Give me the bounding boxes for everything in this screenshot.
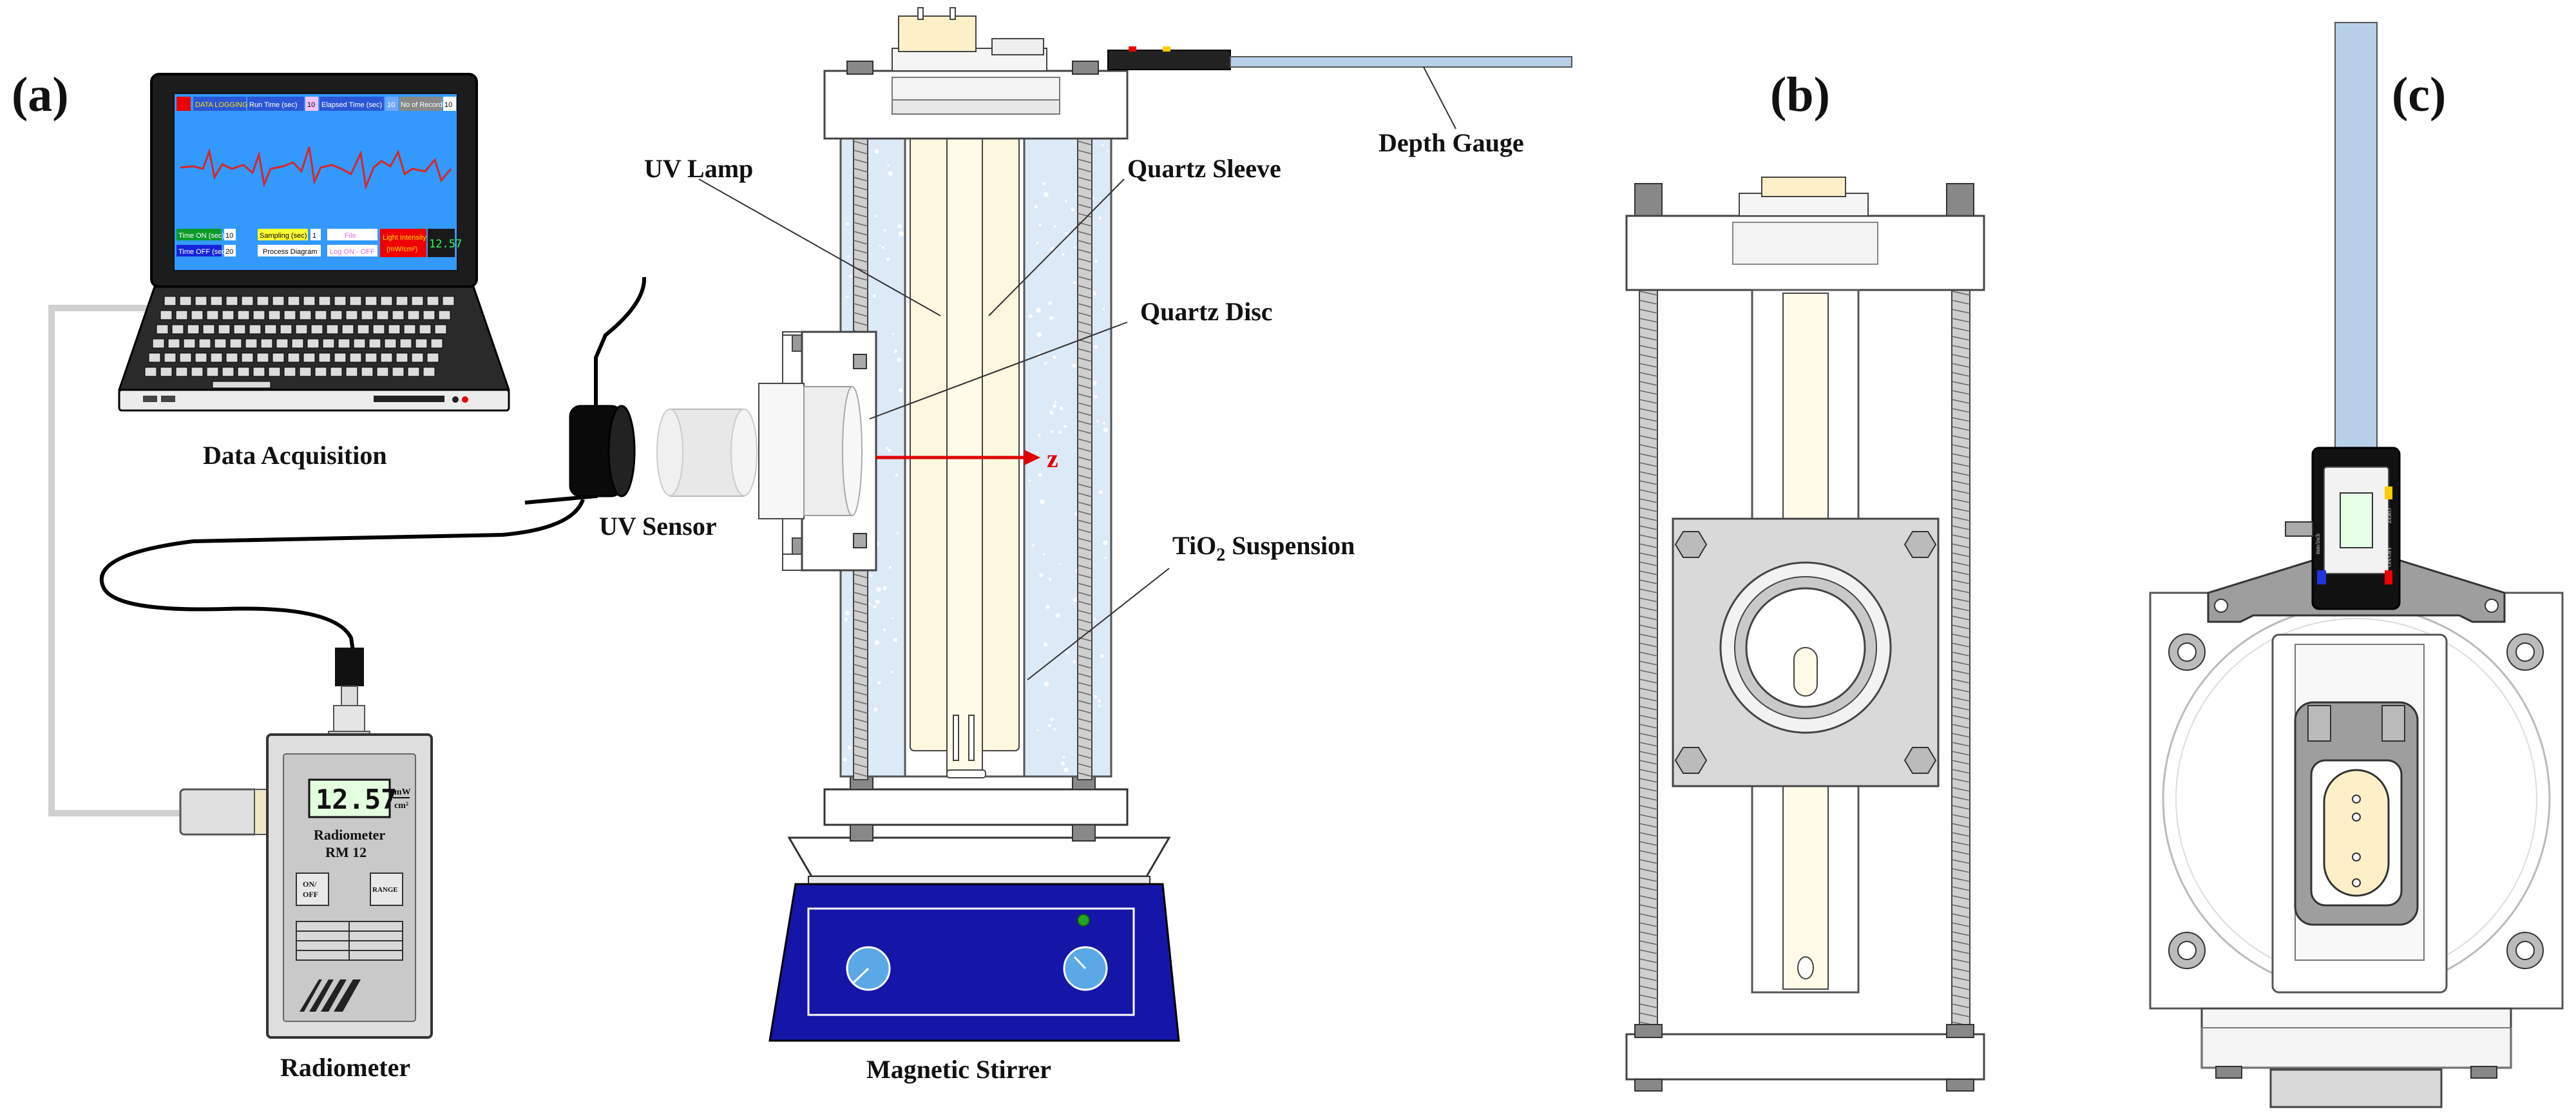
- label-uv-lamp: UV Lamp: [644, 154, 753, 183]
- reactor: z: [758, 7, 1572, 1042]
- radiometer-power-button: [296, 872, 329, 906]
- panel-label-c: (c): [2392, 68, 2446, 122]
- header-run-time-val: 10: [307, 101, 315, 109]
- laptop-front-edge: [118, 389, 510, 412]
- caliper-mode-button: [2317, 570, 2326, 584]
- radiometer-name: Radiometer: [314, 827, 385, 843]
- ctrl-log: Log ON - OFF: [330, 248, 375, 256]
- reactor-front-view: [1625, 177, 1985, 1092]
- header-elapsed: Elapsed Time (sec): [321, 101, 382, 109]
- ctrl-light-value: 12.57: [429, 238, 462, 251]
- label-quartz-sleeve: Quartz Sleeve: [1127, 154, 1281, 183]
- caliper-onoff-button: [2385, 570, 2392, 584]
- radiometer-reading: 12.57: [316, 784, 397, 815]
- leader-tio2: [1027, 568, 1170, 680]
- stirrer-body: [768, 883, 1180, 1042]
- radiometer-range-button: [370, 872, 403, 906]
- label-radiometer: Radiometer: [280, 1053, 410, 1082]
- radiometer-keypad-grid: [296, 921, 403, 961]
- leader-quartz-disc: [869, 322, 1128, 419]
- signal-trace: [180, 146, 452, 191]
- ctrl-light-unit: (mW/cm²): [386, 246, 417, 253]
- ctrl-file: File: [345, 232, 356, 240]
- flange-bolt-icons: [2168, 633, 2544, 969]
- ctrl-time-off: Time OFF (sec): [178, 248, 228, 256]
- depth-gauge-rod: [1230, 56, 1572, 68]
- top-view-with-caliper: mm/inch ZERO ON/OFF: [2149, 22, 2564, 1108]
- front-rod-right: [1951, 212, 1970, 1051]
- ctrl-time-on-val: 10: [225, 232, 233, 240]
- label-depth-gauge: Depth Gauge: [1379, 128, 1524, 157]
- panel-label-a: (a): [12, 68, 69, 122]
- ctrl-process-diagram: Process Diagram: [263, 248, 317, 256]
- header-run-time: Run Time (sec): [249, 101, 298, 109]
- caliper-zero-label: ZERO: [2386, 508, 2392, 523]
- record-indicator: [177, 97, 191, 111]
- laptop: DATA LOGGING Run Time (sec) 10 Elapsed T…: [117, 73, 511, 412]
- radiometer-unit-bottom: cm²: [394, 801, 408, 811]
- radiometer-device: 12.57 mW cm² Radiometer RM 12 ON/ OFF RA…: [179, 648, 433, 1039]
- ctrl-time-off-val: 20: [225, 248, 233, 256]
- sensor-cable: [99, 498, 585, 651]
- header-records: No of Records: [401, 101, 446, 109]
- caliper-onoff-label: ON/OFF: [2386, 546, 2392, 567]
- reactor-base-plate: [823, 788, 1129, 826]
- label-uv-sensor: UV Sensor: [599, 512, 717, 541]
- label-magnetic-stirrer: Magnetic Stirrer: [866, 1055, 1051, 1084]
- uv-sensor: [524, 276, 758, 505]
- front-rod-left: [1639, 212, 1658, 1051]
- ctrl-time-on: Time ON (sec): [178, 232, 224, 240]
- radiometer-unit-top: mW: [394, 787, 411, 797]
- radiometer-power-label-2: OFF: [303, 890, 318, 899]
- radiometer-display: [308, 778, 391, 818]
- leader-quartz-sleeve: [988, 178, 1125, 316]
- stirrer-top-plate: [787, 836, 1171, 878]
- screen-header: DATA LOGGING Run Time (sec) 10 Elapsed T…: [177, 97, 456, 111]
- radiometer-model: RM 12: [325, 844, 367, 860]
- power-led-icon: [1077, 914, 1090, 927]
- depth-gauge-body: [1107, 50, 1231, 70]
- header-data-logging: DATA LOGGING: [195, 101, 248, 109]
- radiometer-range-label: RANGE: [372, 886, 398, 894]
- uv-lamp-tube: [946, 131, 983, 777]
- z-axis-label: z: [1047, 444, 1058, 473]
- keyboard-keys: [144, 296, 455, 389]
- ctrl-sampling-val: 1: [312, 232, 316, 240]
- top-view-base: [2200, 1007, 2512, 1069]
- panel-label-b: (b): [1770, 68, 1830, 122]
- caliper-zero-button: [2385, 487, 2392, 499]
- caliper-lock-screw: [2285, 521, 2313, 537]
- radiometer-power-label-1: ON/: [303, 880, 317, 889]
- caliper-mode-label: mm/inch: [2314, 534, 2321, 554]
- data-cable: [48, 305, 180, 816]
- label-quartz-disc: Quartz Disc: [1140, 297, 1273, 326]
- label-data-acquisition: Data Acquisition: [203, 441, 387, 470]
- front-bottom-plate: [1625, 1033, 1985, 1081]
- header-records-val: 10: [444, 101, 452, 109]
- ctrl-light-intensity: Light Intensity: [383, 234, 426, 242]
- ctrl-sampling: Sampling (sec): [260, 232, 307, 240]
- stirrer-control-panel: [807, 907, 1135, 1016]
- label-tio2-suspension: TiO2 Suspension: [1172, 531, 1355, 565]
- radiometer-connector: [179, 788, 259, 836]
- header-elapsed-val: 10: [387, 101, 395, 109]
- radiometer-logo-icon: [300, 979, 361, 1012]
- leader-uv-lamp: [698, 178, 941, 316]
- screen-controls: Time ON (sec) 10 Time OFF (sec) 20 Sampl…: [177, 229, 462, 257]
